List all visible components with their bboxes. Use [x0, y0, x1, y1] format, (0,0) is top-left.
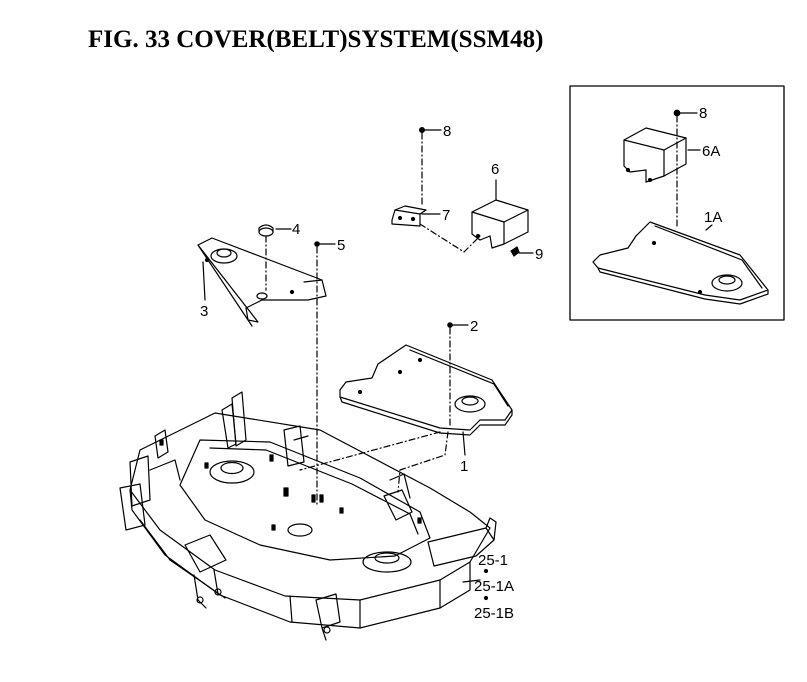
callout-4: 4: [292, 221, 300, 238]
callout-7: 7: [442, 207, 450, 224]
leader-25-1a: [462, 579, 481, 583]
phantom-line-1: [397, 431, 449, 493]
callout-25-1b: 25-1B: [474, 605, 514, 622]
part-2-bolt: [447, 322, 469, 426]
part-6a-belt-guard: [623, 127, 687, 183]
callout-25-1a: 25-1A: [474, 578, 514, 595]
part-6-belt-guard: [471, 179, 529, 249]
leader-3: [202, 261, 206, 301]
callout-8-inset: 8: [699, 105, 707, 122]
figure-title: FIG. 33 COVER(BELT)SYSTEM(SSM48): [88, 26, 544, 53]
part-8-bolt-inset: [673, 109, 698, 229]
phantom-line-2: [299, 431, 441, 471]
callout-5: 5: [337, 237, 345, 254]
inset-frame: [569, 85, 785, 321]
dot-25-1a: [483, 595, 489, 601]
mower-deck-assembly: [119, 391, 497, 641]
leader-1a: [705, 224, 713, 231]
part-9-screw: [510, 246, 534, 257]
part-4-rubber-cap: [258, 224, 292, 291]
part-5-bolt: [314, 241, 336, 506]
dot-25-1: [483, 568, 489, 574]
part-7-bracket: [391, 205, 481, 253]
callout-6a: 6A: [702, 143, 720, 160]
leader-1: [462, 431, 466, 456]
callout-1a: 1A: [704, 209, 722, 226]
part-8-bolt: [419, 126, 442, 206]
callout-9: 9: [535, 246, 543, 263]
part-1-belt-cover: [339, 344, 513, 436]
callout-25-1: 25-1: [478, 552, 508, 569]
part-1a-cover: [592, 221, 769, 305]
callout-6: 6: [491, 161, 499, 178]
callout-3: 3: [200, 303, 208, 320]
callout-1: 1: [460, 458, 468, 475]
callout-2: 2: [470, 318, 478, 335]
callout-8: 8: [443, 123, 451, 140]
part-3-cover-plate: [197, 237, 327, 327]
